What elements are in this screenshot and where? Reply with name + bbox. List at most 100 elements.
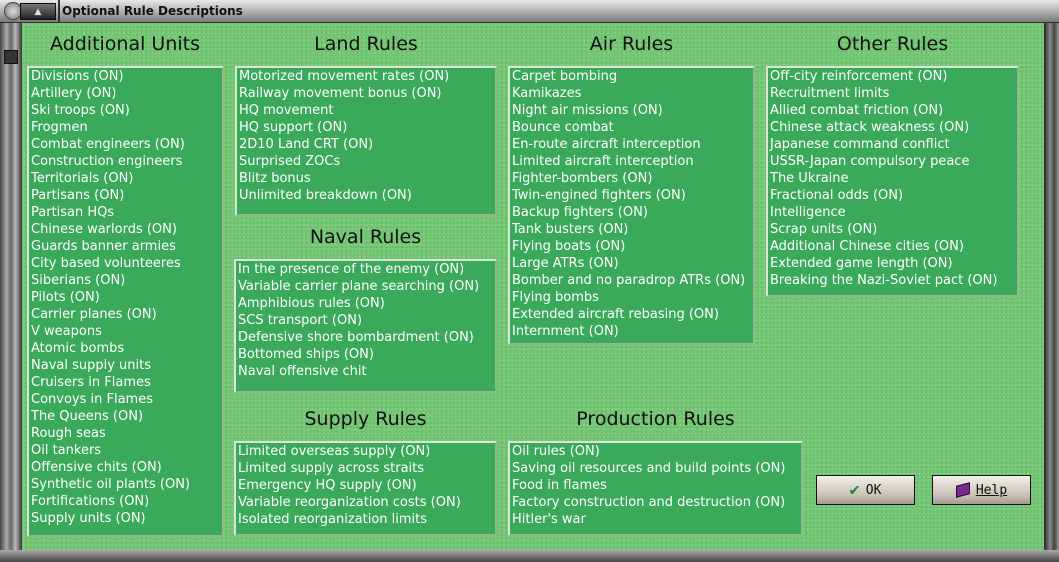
rule-item: Motorized movement rates (ON): [239, 69, 450, 84]
rule-item: Rough seas: [31, 426, 106, 441]
rule-item: SCS transport (ON): [238, 313, 363, 328]
rule-item: Large ATRs (ON): [512, 256, 619, 271]
rule-item: Divisions (ON): [31, 69, 124, 84]
rule-item: HQ movement: [239, 103, 334, 118]
rule-item: Additional Chinese cities (ON): [770, 239, 964, 254]
rule-item: Extended aircraft rebasing (ON): [512, 307, 719, 322]
rule-item: Intelligence: [770, 205, 846, 220]
rule-item: Emergency HQ supply (ON): [238, 478, 417, 493]
rule-item: Chinese attack weakness (ON): [770, 120, 970, 135]
rule-item: Limited overseas supply (ON): [238, 444, 431, 459]
rule-item: Defensive shore bombardment (ON): [238, 330, 474, 345]
heading-other-rules: Other Rules: [836, 33, 949, 55]
help-book-icon: [955, 482, 970, 498]
rule-item: Carrier planes (ON): [31, 307, 157, 322]
rule-item: Construction engineers: [31, 154, 183, 169]
rule-item: Twin-engined fighters (ON): [512, 188, 686, 203]
rule-item: Territorials (ON): [31, 171, 134, 186]
rule-item: Blitz bonus: [239, 171, 311, 186]
rule-item: 2D10 Land CRT (ON): [239, 137, 374, 152]
ok-button[interactable]: ✔ OK: [816, 475, 915, 505]
panel-production-rules: Oil rules (ON) Saving oil resources and b…: [508, 441, 803, 536]
scroll-thumb[interactable]: [4, 50, 18, 64]
rule-item: Cruisers in Flames: [31, 375, 151, 390]
rule-item: Railway movement bonus (ON): [239, 86, 442, 101]
heading-production-rules: Production Rules: [576, 408, 735, 430]
heading-naval-rules: Naval Rules: [309, 226, 422, 248]
rule-item: Hitler's war: [512, 512, 586, 527]
rule-item: Internment (ON): [512, 324, 619, 339]
help-label: Help: [975, 482, 1008, 498]
rule-item: The Ukraine: [770, 171, 849, 186]
rule-item: HQ support (ON): [239, 120, 348, 135]
rule-item: Atomic bombs: [31, 341, 125, 356]
heading-additional-units: Additional Units: [50, 33, 200, 55]
panel-supply-rules: Limited overseas supply (ON) Limited supp…: [234, 441, 497, 536]
rule-item: Combat engineers (ON): [31, 137, 185, 152]
rule-item: Factory construction and destruction (ON…: [512, 495, 786, 510]
ok-label: OK: [865, 482, 882, 498]
rule-item: Naval supply units: [31, 358, 152, 373]
rule-item: Variable carrier plane searching (ON): [238, 279, 480, 294]
rule-item: Saving oil resources and build points (O…: [512, 461, 786, 476]
rule-item: Artillery (ON): [31, 86, 117, 101]
rule-item: Limited aircraft interception: [512, 154, 694, 169]
rule-item: Tank busters (ON): [512, 222, 629, 237]
rule-item: Limited supply across straits: [238, 461, 425, 476]
checkmark-icon: ✔: [849, 480, 860, 500]
rule-item: Breaking the Nazi-Soviet pact (ON): [770, 273, 998, 288]
rule-item: Synthetic oil plants (ON): [31, 477, 190, 492]
rule-item: En-route aircraft interception: [512, 137, 701, 152]
rule-item: Partisan HQs: [31, 205, 115, 220]
panel-other-rules: Off-city reinforcement (ON) Recruitment l…: [766, 66, 1019, 297]
rule-item: Backup fighters (ON): [512, 205, 648, 220]
rule-item: Chinese warlords (ON): [31, 222, 177, 237]
title-bar[interactable]: ▲ Optional Rule Descriptions: [0, 0, 1059, 23]
left-scrollbar[interactable]: [0, 23, 22, 550]
rule-item: Isolated reorganization limits: [238, 512, 428, 527]
rule-item: Frogmen: [31, 120, 88, 135]
rule-item: Allied combat friction (ON): [770, 103, 944, 118]
rule-item: Bomber and no paradrop ATRs (ON): [512, 273, 746, 288]
rule-item: Siberians (ON): [31, 273, 126, 288]
panel-naval-rules: In the presence of the enemy (ON)Variabl…: [234, 259, 497, 393]
rule-item: Unlimited breakdown (ON): [239, 188, 412, 203]
rule-item: Oil rules (ON): [512, 444, 600, 459]
rule-item: Fighter-bombers (ON): [512, 171, 653, 186]
rule-item: City based volunteeres: [31, 256, 181, 271]
rule-item: Flying bombs: [512, 290, 599, 305]
rule-item: Extended game length (ON): [770, 256, 953, 271]
rule-item: USSR-Japan compulsory peace: [770, 154, 970, 169]
rule-item: Convoys in Flames: [31, 392, 153, 407]
rule-item: Surprised ZOCs: [239, 154, 341, 169]
rule-item: Fractional odds (ON): [770, 188, 904, 203]
rule-item: Partisans (ON): [31, 188, 125, 203]
heading-land-rules: Land Rules: [314, 33, 418, 55]
rule-item: Kamikazes: [512, 86, 582, 101]
panel-land-rules: Motorized movement rates (ON) Railway mov…: [235, 66, 497, 216]
rule-item: Food in flames: [512, 478, 607, 493]
bottom-border: [0, 550, 1059, 562]
rule-item: Naval offensive chit: [238, 364, 367, 379]
rule-item: Recruitment limits: [770, 86, 890, 101]
rule-item: Offensive chits (ON): [31, 460, 162, 475]
help-button[interactable]: Help: [932, 475, 1031, 505]
rule-item: Pilots (ON): [31, 290, 100, 305]
rule-item: Ski troops (ON): [31, 103, 130, 118]
rule-item: Guards banner armies: [31, 239, 176, 254]
heading-supply-rules: Supply Rules: [304, 408, 427, 430]
rule-item: Bottomed ships (ON): [238, 347, 374, 362]
heading-air-rules: Air Rules: [589, 33, 674, 55]
rule-item: Night air missions (ON): [512, 103, 663, 118]
rule-item: Fortifications (ON): [31, 494, 150, 509]
panel-additional-units: Divisions (ON) Artillery (ON) Ski troops (…: [27, 66, 224, 537]
window-title: Optional Rule Descriptions: [62, 4, 243, 18]
rule-item: Flying boats (ON): [512, 239, 626, 254]
rule-item: Off-city reinforcement (ON): [770, 69, 948, 84]
rule-item: V weapons: [31, 324, 102, 339]
rule-item: Variable reorganization costs (ON): [238, 495, 461, 510]
right-border: [1044, 23, 1059, 550]
minimize-button[interactable]: ▲: [20, 3, 56, 20]
rule-item: The Queens (ON): [31, 409, 144, 424]
